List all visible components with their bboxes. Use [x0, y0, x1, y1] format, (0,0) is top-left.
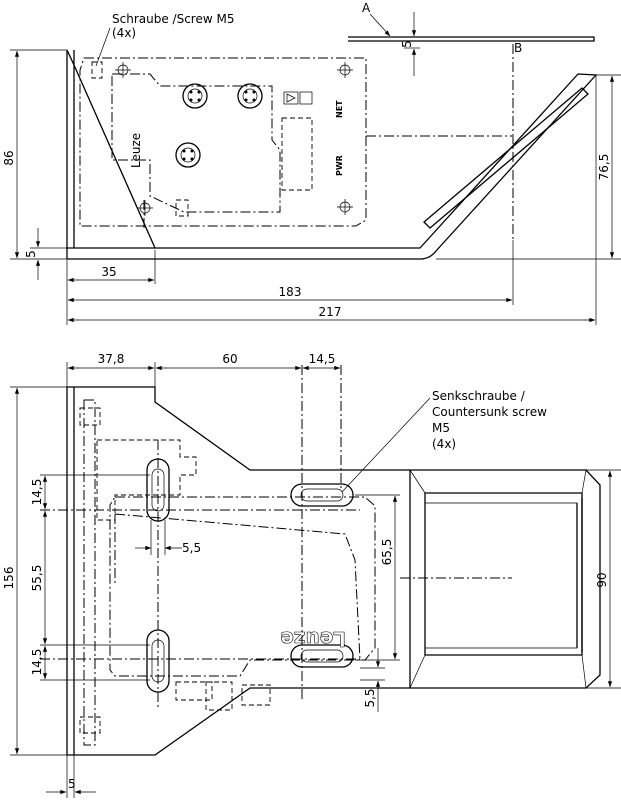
- countersunk-label-3: M5: [432, 421, 450, 435]
- ext-5-5-h: [150, 520, 166, 555]
- dim-gap-label: 5: [400, 40, 414, 48]
- screw-callout-leader: [95, 27, 111, 67]
- sensor-back-plan: [83, 399, 96, 746]
- pwr-label: PWR: [335, 155, 344, 176]
- ext-86: [10, 49, 67, 260]
- ext-90: [586, 469, 621, 689]
- plan-view: Leuze 37,8 60 14,5 156 14,5 55,5 14,5: [2, 352, 621, 798]
- screw-hole-1: [115, 62, 131, 78]
- sensor-inner-side: [111, 73, 281, 213]
- dim-156-label: 156: [2, 567, 16, 590]
- screw-side-2: [175, 199, 189, 217]
- ext-65-5: [355, 494, 400, 661]
- bracket-side-outline: [66, 49, 598, 260]
- led-indicator-2: [299, 91, 313, 105]
- ext-156: [10, 386, 67, 756]
- dim-5-5-v-label: 5,5: [363, 688, 377, 707]
- ext-5-bottom: [66, 755, 75, 798]
- ext-plan-top: [66, 362, 156, 387]
- dim-35-label: 35: [101, 265, 116, 279]
- screw-hole-3: [337, 199, 353, 215]
- dim-90-label: 90: [595, 572, 609, 587]
- screw-plan-2: [79, 716, 101, 734]
- dim-5-label: 5: [24, 250, 38, 258]
- bracket-plan-outline: [66, 386, 601, 756]
- countersunk-label-4: (4x): [432, 437, 456, 451]
- connector-m12-2: [237, 83, 263, 109]
- dim-14-5a-label: 14,5: [30, 479, 44, 506]
- sensor-inner-plan: [114, 513, 361, 661]
- ramp-window-frame: [409, 469, 587, 689]
- connector-m12-3: [175, 142, 201, 168]
- ref-b-label: B: [514, 41, 522, 55]
- sensor-body-plan: [96, 439, 197, 521]
- brand-plan-label: Leuze: [280, 627, 346, 651]
- dim-5-bottom-label: 5: [68, 777, 76, 791]
- countersunk-label-2: Countersunk screw: [432, 405, 547, 419]
- ext-5-5-v: [360, 667, 385, 681]
- led-indicator-1: [283, 91, 299, 105]
- ramp-plate: [423, 87, 589, 229]
- ref-a-leader: [369, 13, 391, 37]
- dim-37-8-label: 37,8: [98, 352, 125, 366]
- display-panel: [281, 117, 313, 191]
- ramp-window: [424, 492, 583, 656]
- dim-14-5b-label: 14,5: [30, 649, 44, 676]
- ext-35: [66, 250, 156, 325]
- brand-label: Leuze: [129, 133, 143, 168]
- ref-a-label: A: [362, 1, 371, 15]
- side-view: Leuze PWR NET 86 5 35 183 217 76,5: [2, 1, 621, 325]
- ext-76-5: [436, 74, 621, 260]
- play-icon: [286, 93, 296, 103]
- slot-4: [290, 644, 354, 668]
- screw-hole-4: [137, 200, 153, 216]
- net-label: NET: [335, 100, 344, 118]
- dim-183-label: 183: [279, 285, 302, 299]
- countersunk-leader: [341, 397, 431, 493]
- sensor-connector-plan-2: [205, 681, 233, 711]
- dim-55-5-label: 55,5: [30, 565, 44, 592]
- screw-plan-1: [79, 407, 101, 426]
- connector-m12-1: [182, 83, 208, 109]
- countersunk-label-1: Senkschraube /: [432, 389, 526, 403]
- screw-hole-2: [337, 62, 353, 78]
- reference-plate-a: [348, 36, 595, 42]
- ramp-window-inner: [425, 502, 578, 649]
- dim-5-5-h-label: 5,5: [182, 541, 201, 555]
- dim-60-label: 60: [222, 352, 237, 366]
- sensor-housing-plan: [109, 496, 376, 677]
- sensor-connector-plan-3: [241, 684, 271, 706]
- screw-callout-qty: (4x): [112, 26, 136, 40]
- dim-76-5-label: 76,5: [597, 154, 611, 181]
- dim-14-5-top-label: 14,5: [309, 352, 336, 366]
- sensor-body-side: [79, 57, 367, 227]
- screw-side-1: [91, 61, 103, 79]
- slot-3: [290, 483, 354, 507]
- ramp-window-edge: [576, 498, 583, 652]
- dim-217-label: 217: [319, 305, 342, 319]
- dim-65-5-label: 65,5: [380, 539, 394, 566]
- sensor-connector-plan-1: [175, 681, 213, 701]
- screw-callout-label: Schraube /Screw M5: [112, 12, 234, 26]
- dim-86-label: 86: [2, 150, 16, 165]
